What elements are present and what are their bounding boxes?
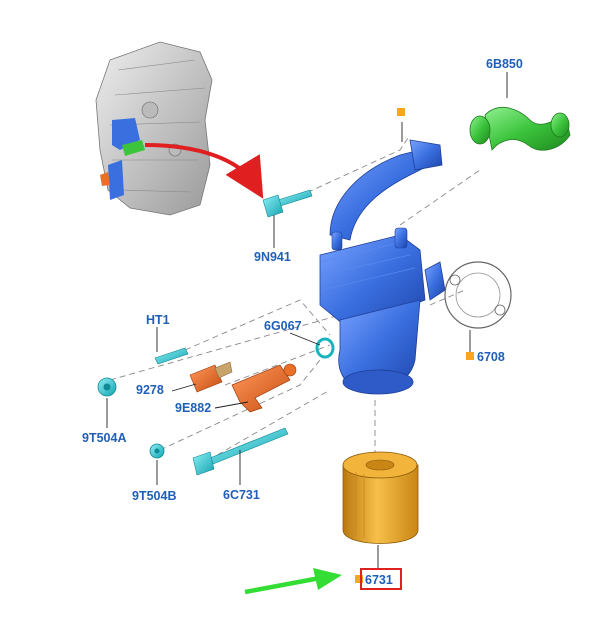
label-6708: 6708: [477, 350, 505, 364]
highlight-box-6731: [360, 568, 402, 590]
label-6731: 6731: [365, 573, 393, 587]
pin-ht1: [154, 347, 189, 365]
washer-9t504a: [97, 377, 117, 397]
label-9e882: 9E882: [175, 401, 211, 415]
bolt-6c731: [192, 427, 289, 476]
connector-9e882: [231, 363, 297, 413]
gasket-6708: [444, 261, 512, 329]
bolt-9n941: [262, 189, 313, 218]
label-9t504a: 9T504A: [82, 431, 126, 445]
label-9278: 9278: [136, 383, 164, 397]
red-pointer-arrow: [144, 143, 264, 199]
assembly-guide-lines: [109, 134, 481, 466]
washer-9t504b: [149, 443, 165, 459]
engine-overview-illustration: [95, 41, 213, 216]
sensor-9278: [189, 361, 233, 393]
oring-6g067: [315, 337, 335, 359]
oil-filter-6731: [342, 451, 419, 544]
label-9t504b: 9T504B: [132, 489, 176, 503]
label-6g067: 6G067: [264, 319, 302, 333]
leader-lines: [106, 72, 508, 568]
oil-filter-housing: [319, 139, 446, 395]
label-6c731: 6C731: [223, 488, 260, 502]
label-9n941: 9N941: [254, 250, 291, 264]
coolant-hose-6b850: [469, 106, 571, 151]
green-pointer-arrow: [244, 568, 342, 595]
marker-square-6731: [355, 575, 363, 583]
marker-square-6708: [466, 352, 474, 360]
label-ht1: HT1: [146, 313, 170, 327]
label-6b850: 6B850: [486, 57, 523, 71]
marker-square-top: [397, 108, 405, 116]
